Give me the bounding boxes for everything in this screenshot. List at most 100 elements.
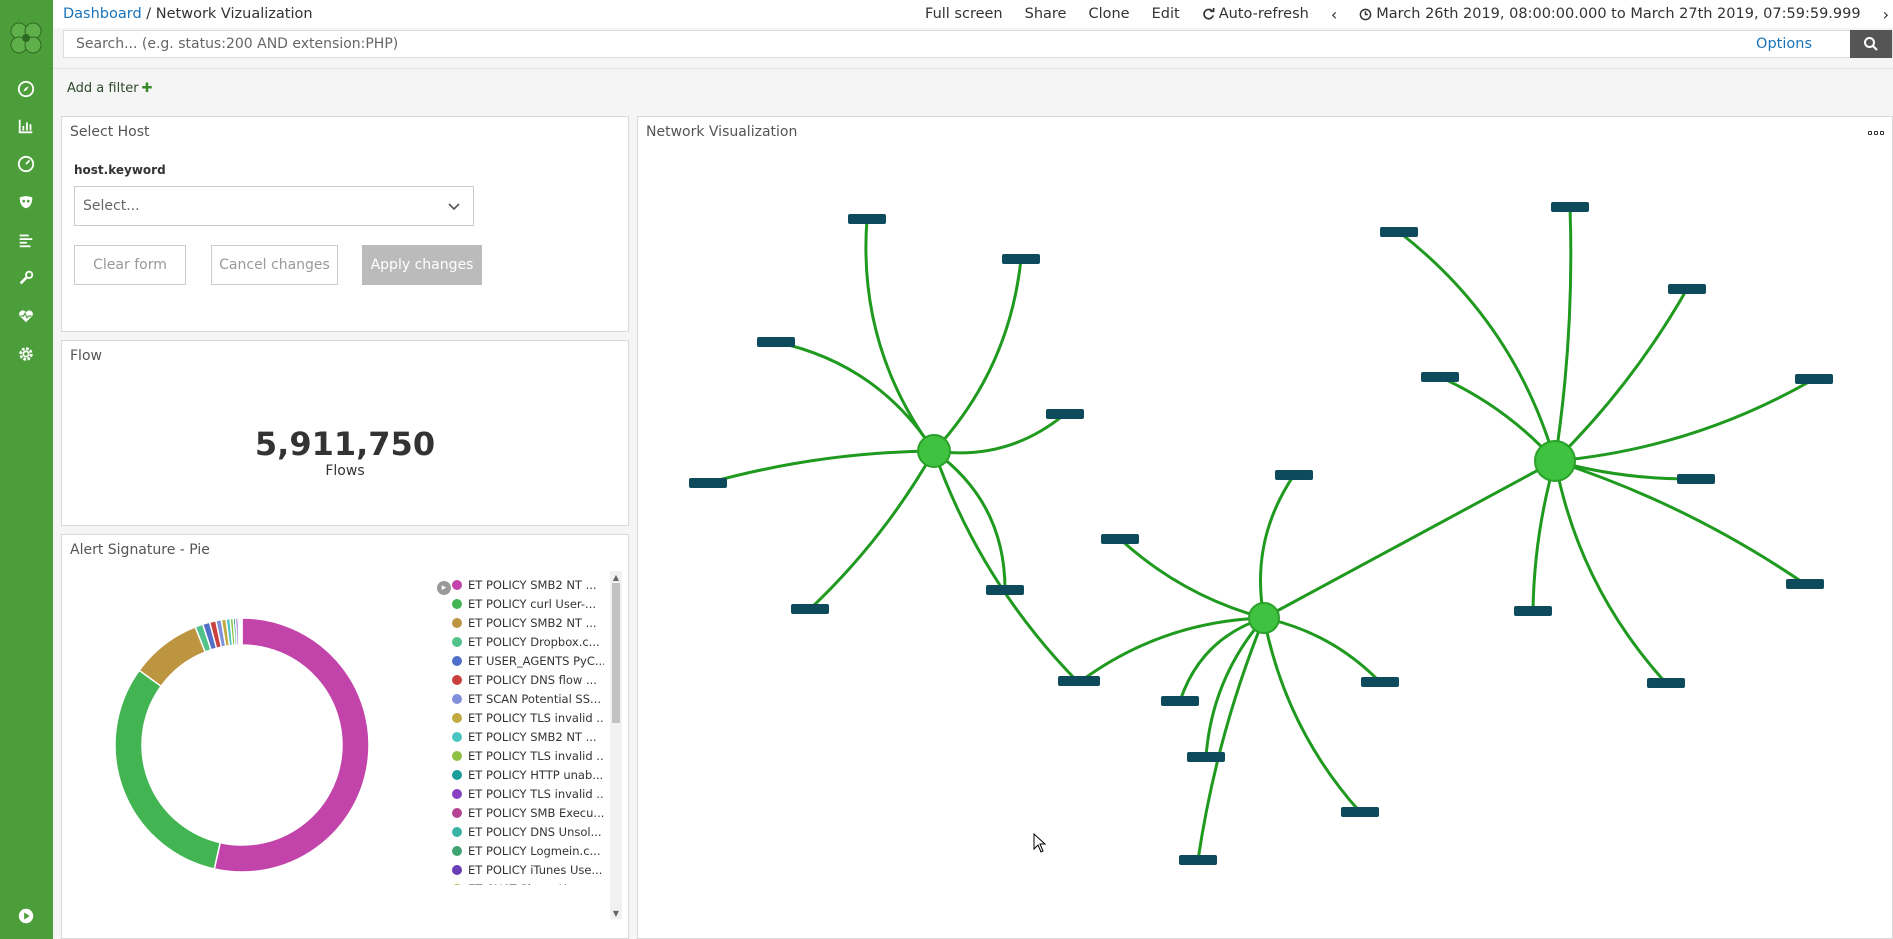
legend-item[interactable]: ET CHAT Skype User-...	[452, 879, 604, 885]
network-leaf-node[interactable]	[1380, 227, 1418, 237]
network-leaf-node[interactable]	[1101, 534, 1139, 544]
network-leaf-node[interactable]	[757, 337, 795, 347]
legend-item[interactable]: ET POLICY curl User-...	[452, 594, 604, 613]
network-edge	[1080, 616, 1265, 683]
network-edge	[1554, 459, 1697, 481]
apply-changes-button[interactable]: Apply changes	[362, 245, 482, 285]
alert-signature-donut-chart	[114, 617, 370, 873]
network-leaf-node[interactable]	[1341, 807, 1379, 817]
panel-menu-icon[interactable]	[1868, 131, 1884, 135]
legend-item[interactable]: ET POLICY HTTP unab...	[452, 765, 604, 784]
collapse-play-icon[interactable]	[14, 904, 38, 928]
legend-label: ET POLICY TLS invalid ...	[468, 710, 604, 725]
chevron-right-icon[interactable]: ›	[1882, 4, 1889, 24]
search-button[interactable]	[1850, 30, 1892, 58]
logs-list-icon[interactable]	[14, 228, 38, 252]
edit-button[interactable]: Edit	[1151, 6, 1180, 22]
flow-panel: Flow 5,911,750 Flows	[61, 340, 629, 526]
sidebar	[0, 0, 53, 939]
network-edge	[1553, 206, 1573, 462]
network-leaf-node[interactable]	[791, 604, 829, 614]
network-leaf-node[interactable]	[848, 214, 886, 224]
network-edge	[1118, 537, 1265, 620]
legend-item[interactable]: ET POLICY SMB2 NT ...	[452, 727, 604, 746]
network-leaf-node[interactable]	[1421, 372, 1459, 382]
network-leaf-node[interactable]	[1062, 676, 1100, 686]
clear-form-button[interactable]: Clear form	[74, 245, 186, 285]
network-leaf-node[interactable]	[1786, 579, 1824, 589]
network-edge	[933, 412, 1066, 455]
legend-item[interactable]: ET POLICY iTunes Use...	[452, 860, 604, 879]
network-leaf-node[interactable]	[689, 478, 727, 488]
network-hub-node[interactable]	[1534, 440, 1576, 482]
clone-button[interactable]: Clone	[1088, 6, 1130, 22]
legend-item[interactable]: ET POLICY TLS invalid ...	[452, 746, 604, 765]
legend-color-dot	[452, 674, 462, 685]
network-leaf-node[interactable]	[986, 585, 1024, 595]
network-leaf-node[interactable]	[1002, 254, 1040, 264]
pie-slice[interactable]	[138, 625, 207, 688]
auto-refresh-button[interactable]: Auto-refresh	[1202, 6, 1309, 22]
network-leaf-node[interactable]	[1514, 606, 1552, 616]
legend-item[interactable]: ET POLICY DNS flow ...	[452, 670, 604, 689]
management-gear-icon[interactable]	[14, 342, 38, 366]
breadcrumb-dashboard-link[interactable]: Dashboard	[63, 6, 142, 22]
legend-item[interactable]: ET POLICY SMB2 NT ...	[452, 613, 604, 632]
full-screen-button[interactable]: Full screen	[925, 6, 1003, 22]
network-hub-node[interactable]	[917, 434, 951, 468]
host-keyword-label: host.keyword	[74, 163, 166, 177]
pie-slice[interactable]	[240, 617, 243, 646]
network-leaf-node[interactable]	[1275, 470, 1313, 480]
network-leaf-node[interactable]	[1187, 752, 1225, 762]
legend-scrollbar[interactable]: ▲ ▼	[610, 571, 622, 919]
dev-tools-wrench-icon[interactable]	[14, 266, 38, 290]
network-leaf-node[interactable]	[1161, 696, 1199, 706]
clover-logo-icon[interactable]	[6, 18, 46, 58]
network-edge	[932, 258, 1023, 453]
network-leaf-node[interactable]	[1046, 409, 1084, 419]
network-leaf-node[interactable]	[1551, 202, 1589, 212]
legend-item[interactable]: ET POLICY SMB2 NT ...	[452, 575, 604, 594]
network-leaf-node[interactable]	[1668, 284, 1706, 294]
legend-item[interactable]: ET USER_AGENTS PyC...	[452, 651, 604, 670]
pie-slice[interactable]	[114, 669, 222, 870]
host-select[interactable]: Select...	[74, 186, 474, 226]
network-graph[interactable]	[638, 117, 1892, 938]
timelion-mask-icon[interactable]	[14, 190, 38, 214]
pie-slice[interactable]	[213, 617, 370, 873]
add-filter-button[interactable]: Add a filter✚	[67, 81, 153, 96]
share-button[interactable]: Share	[1024, 6, 1067, 22]
legend-item[interactable]: ET POLICY SMB Execu...	[452, 803, 604, 822]
dashboard-gauge-icon[interactable]	[14, 152, 38, 176]
monitoring-heart-icon[interactable]	[14, 304, 38, 328]
scroll-up-icon[interactable]: ▲	[612, 572, 620, 582]
panel-title: Alert Signature - Pie	[70, 542, 210, 558]
legend-item[interactable]: ET POLICY TLS invalid ...	[452, 784, 604, 803]
network-edge	[864, 218, 936, 452]
legend-label: ET POLICY SMB2 NT ...	[468, 615, 597, 630]
options-link[interactable]: Options	[1756, 36, 1812, 52]
legend-item[interactable]: ET POLICY Logmein.c...	[452, 841, 604, 860]
discover-compass-icon[interactable]	[14, 77, 38, 101]
visualize-chart-icon[interactable]	[14, 114, 38, 138]
legend-item[interactable]: ET POLICY DNS Unsol...	[452, 822, 604, 841]
network-leaf-node[interactable]	[1795, 374, 1833, 384]
network-hub-node[interactable]	[1248, 602, 1280, 634]
chevron-left-icon[interactable]: ‹	[1330, 4, 1338, 24]
legend-color-dot	[452, 769, 462, 780]
legend-toggle-icon[interactable]: ▸	[437, 581, 451, 595]
scroll-thumb[interactable]	[612, 583, 620, 723]
cancel-changes-button[interactable]: Cancel changes	[211, 245, 338, 285]
legend-item[interactable]: ET POLICY Dropbox.c...	[452, 632, 604, 651]
network-edge	[1398, 230, 1557, 462]
legend-label: ET POLICY SMB Execu...	[468, 805, 604, 820]
network-leaf-node[interactable]	[1647, 678, 1685, 688]
legend-item[interactable]: ET POLICY TLS invalid ...	[452, 708, 604, 727]
network-leaf-node[interactable]	[1677, 474, 1715, 484]
scroll-down-icon[interactable]: ▼	[612, 908, 620, 918]
search-input[interactable]	[64, 31, 1764, 57]
legend-item[interactable]: ET SCAN Potential SS...	[452, 689, 604, 708]
network-leaf-node[interactable]	[1179, 855, 1217, 865]
time-picker-button[interactable]: March 26th 2019, 08:00:00.000 to March 2…	[1359, 6, 1861, 22]
network-leaf-node[interactable]	[1361, 677, 1399, 687]
